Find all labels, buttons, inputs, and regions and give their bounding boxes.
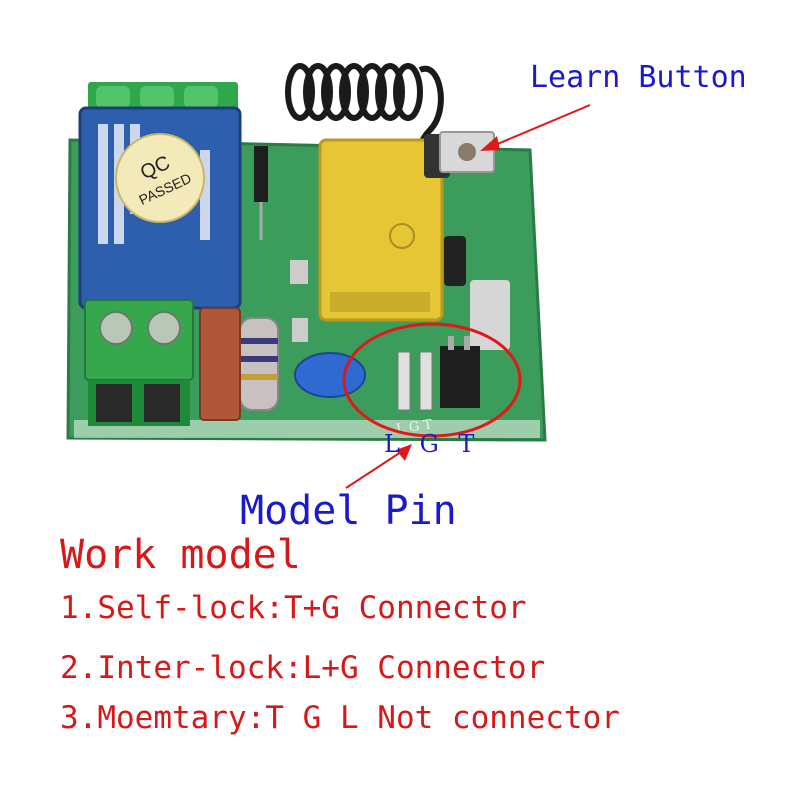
work-model-line-inter-lock: 2.Inter-lock:L+G Connector <box>60 650 546 686</box>
work-model-line-momentary: 3.Moemtary:T G L Not connector <box>60 700 620 736</box>
qc-sticker: QC PASSED <box>115 133 205 223</box>
learn-arrow <box>480 104 591 151</box>
transformer <box>318 138 444 322</box>
learn-button-label: Learn Button <box>530 60 747 95</box>
antenna-coil <box>285 63 444 166</box>
work-model-title: Work model <box>60 532 301 578</box>
learn-button-switch <box>439 131 495 173</box>
relay: QC PASSED <box>78 106 242 310</box>
work-model-line-self-lock: 1.Self-lock:T+G Connector <box>60 590 527 626</box>
model-pin-label: Model Pin <box>240 488 457 534</box>
resistor <box>239 317 279 411</box>
fuse-capacitor <box>199 307 241 421</box>
model-pin-arrow <box>345 444 412 489</box>
top-terminal-block <box>88 82 238 112</box>
pin-labels: L G T <box>384 430 481 458</box>
bottom-terminal-block <box>84 299 194 426</box>
jumper-pins: L G T <box>395 336 480 437</box>
diode <box>254 146 268 240</box>
model-pin-highlight <box>342 322 522 438</box>
